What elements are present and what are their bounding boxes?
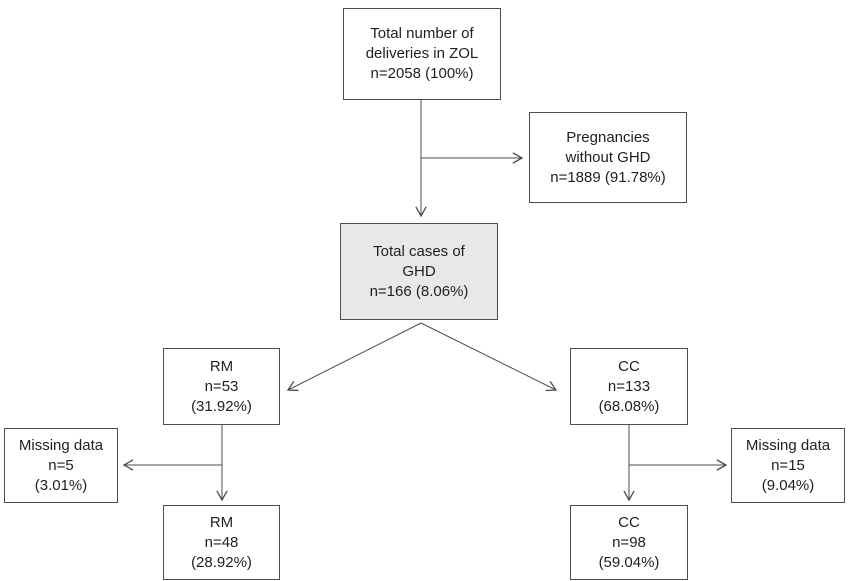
box-line: Missing data: [18, 436, 104, 454]
box-cc: CC n=133 (68.08%): [570, 348, 688, 425]
box-line: n=166 (8.06%): [369, 282, 469, 300]
box-line: RM: [209, 357, 234, 375]
box-line: (31.92%): [191, 397, 252, 415]
box-line: n=133: [607, 377, 651, 395]
box-line: CC: [618, 513, 640, 531]
box-line: n=98: [612, 533, 646, 551]
box-line: deliveries in ZOL: [365, 45, 479, 62]
box-missing-data-cc: Missing data n=15 (9.04%): [731, 428, 845, 503]
box-line: Missing data: [745, 436, 831, 454]
box-line: GHD: [402, 262, 436, 280]
box-line: CC: [618, 357, 640, 375]
box-total-ghd: Total cases of GHD n=166 (8.06%): [340, 223, 498, 320]
box-line: Pregnancies: [566, 128, 650, 146]
box-pregnancies-without-ghd: Pregnancies without GHD n=1889 (91.78%): [529, 112, 687, 203]
arrow-ghd-to-rm: [286, 322, 422, 392]
box-line: without GHD: [565, 148, 651, 166]
box-line: n=53: [204, 377, 239, 395]
arrow-ghd-to-cc: [420, 322, 558, 392]
box-line: n=15: [771, 456, 805, 474]
box-line: RM: [209, 513, 234, 531]
box-line: n=2058 (100%): [370, 65, 474, 82]
box-rm: RM n=53 (31.92%): [163, 348, 280, 425]
box-line: n=5: [48, 456, 74, 474]
box-total-deliveries: Total number of deliveries in ZOL n=2058…: [343, 8, 501, 100]
box-line: Total number of: [370, 25, 474, 42]
box-line: n=48: [204, 533, 239, 551]
box-line: n=1889 (91.78%): [550, 168, 666, 186]
box-line: (59.04%): [598, 553, 660, 571]
box-line: (3.01%): [34, 476, 88, 494]
box-missing-data-rm: Missing data n=5 (3.01%): [4, 428, 118, 503]
box-rm-final: RM n=48 (28.92%): [163, 505, 280, 580]
box-line: (28.92%): [191, 553, 252, 571]
box-cc-final: CC n=98 (59.04%): [570, 505, 688, 580]
box-line: (68.08%): [598, 397, 660, 415]
box-line: (9.04%): [761, 476, 815, 494]
box-line: Total cases of: [373, 242, 465, 260]
